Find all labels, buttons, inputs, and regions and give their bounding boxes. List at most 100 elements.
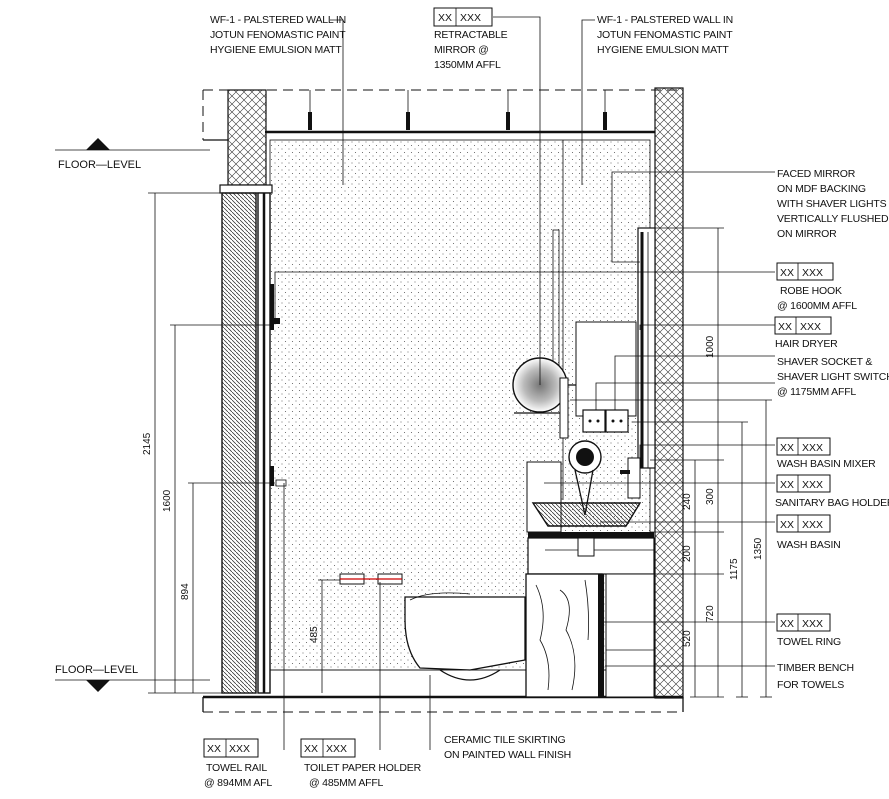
timber-bench bbox=[525, 573, 655, 698]
callout-towel-rail: TOWEL RAIL @ 894MM AFL bbox=[204, 762, 273, 789]
svg-text:JOTUN FENOMASTIC PAINT: JOTUN FENOMASTIC PAINT bbox=[210, 29, 346, 41]
callout-ceramic-skirting: CERAMIC TILE SKIRTING ON PAINTED WALL FI… bbox=[444, 734, 571, 761]
tag-towel-rail: XX XXX bbox=[203, 738, 259, 758]
svg-text:VERTICALLY FLUSHED: VERTICALLY FLUSHED bbox=[777, 213, 889, 225]
callout-hair-dryer: HAIR DRYER bbox=[775, 338, 838, 350]
floor-level-label-bottom: FLOOR—LEVEL bbox=[55, 664, 138, 676]
svg-text:ON PAINTED WALL FINISH: ON PAINTED WALL FINISH bbox=[444, 749, 571, 761]
svg-text:MIRROR @: MIRROR @ bbox=[434, 44, 489, 56]
svg-text:XX: XX bbox=[778, 321, 792, 333]
floor-level-marker-bottom: FLOOR—LEVEL bbox=[55, 664, 210, 692]
svg-text:SHAVER SOCKET &: SHAVER SOCKET & bbox=[777, 356, 872, 368]
towel-rail bbox=[270, 466, 287, 487]
callout-towel-ring: TOWEL RING bbox=[777, 636, 841, 648]
svg-text:XX: XX bbox=[207, 743, 221, 755]
dim-2145: 2145 bbox=[142, 432, 153, 455]
svg-text:XXX: XXX bbox=[802, 519, 823, 531]
callout-toilet-paper-holder: TOILET PAPER HOLDER @ 485MM AFFL bbox=[304, 762, 422, 789]
svg-text:RETRACTABLE: RETRACTABLE bbox=[434, 29, 508, 41]
callout-timber-bench: TIMBER BENCH FOR TOWELS bbox=[777, 662, 854, 691]
svg-text:XXX: XXX bbox=[802, 267, 823, 279]
dim-1350: 1350 bbox=[753, 537, 764, 560]
dim-720: 720 bbox=[705, 605, 716, 622]
svg-text:1350MM AFFL: 1350MM AFFL bbox=[434, 59, 501, 71]
svg-text:@ 1600MM AFFL: @ 1600MM AFFL bbox=[777, 300, 857, 312]
svg-text:XX: XX bbox=[304, 743, 318, 755]
tag-robe-hook: XX XXX bbox=[776, 262, 834, 281]
callout-wall-finish-right: WF-1 - PALSTERED WALL IN JOTUN FENOMASTI… bbox=[597, 14, 733, 56]
tag-retractable-mirror: XX XXX bbox=[433, 7, 493, 27]
svg-text:HYGIENE EMULSION MATT: HYGIENE EMULSION MATT bbox=[210, 44, 342, 56]
svg-text:XX: XX bbox=[780, 479, 794, 491]
wash-basin bbox=[527, 502, 655, 575]
svg-text:XX: XX bbox=[438, 12, 452, 24]
svg-text:WITH SHAVER LIGHTS: WITH SHAVER LIGHTS bbox=[777, 198, 887, 210]
toilet-paper-holder bbox=[339, 573, 403, 585]
dim-1000: 1000 bbox=[705, 335, 716, 358]
tag-wash-basin-mixer: XX XXX bbox=[776, 437, 831, 456]
svg-text:XXX: XXX bbox=[229, 743, 250, 755]
svg-text:ON MDF BACKING: ON MDF BACKING bbox=[777, 183, 866, 195]
ceiling-hangers bbox=[308, 90, 607, 130]
svg-text:@ 1175MM AFFL: @ 1175MM AFFL bbox=[777, 386, 856, 398]
svg-text:XX: XX bbox=[780, 519, 794, 531]
svg-text:ROBE HOOK: ROBE HOOK bbox=[780, 285, 842, 297]
svg-text:XX: XX bbox=[780, 267, 794, 279]
tag-hair-dryer: XX XXX bbox=[774, 316, 832, 335]
ceiling-outline bbox=[202, 89, 684, 713]
svg-text:WF-1 - PALSTERED WALL IN: WF-1 - PALSTERED WALL IN bbox=[597, 14, 733, 26]
shaver-socket bbox=[582, 409, 629, 433]
svg-text:TOILET PAPER HOLDER: TOILET PAPER HOLDER bbox=[304, 762, 422, 774]
floor-level-marker-top: FLOOR—LEVEL bbox=[55, 138, 210, 171]
left-wall-section bbox=[219, 89, 273, 694]
callout-robe-hook: ROBE HOOK @ 1600MM AFFL bbox=[777, 285, 857, 312]
svg-text:XX: XX bbox=[780, 442, 794, 454]
svg-text:TOWEL RAIL: TOWEL RAIL bbox=[206, 762, 267, 774]
callout-wall-finish-left: WF-1 - PALSTERED WALL IN JOTUN FENOMASTI… bbox=[210, 14, 346, 56]
tag-wash-basin: XX XXX bbox=[776, 514, 831, 533]
svg-text:XXX: XXX bbox=[802, 618, 823, 630]
svg-text:FOR TOWELS: FOR TOWELS bbox=[777, 679, 844, 691]
svg-text:WF-1 - PALSTERED WALL IN: WF-1 - PALSTERED WALL IN bbox=[210, 14, 346, 26]
right-dimensions: 1000 300 720 240 200 520 1175 1350 bbox=[570, 227, 772, 698]
floor-level-label-top: FLOOR—LEVEL bbox=[58, 159, 141, 171]
svg-text:XXX: XXX bbox=[326, 743, 347, 755]
callout-shaver-socket: SHAVER SOCKET & SHAVER LIGHT SWITCH @ 11… bbox=[777, 356, 889, 398]
dim-1600: 1600 bbox=[162, 489, 173, 512]
tag-sanitary-bag-holder: XX XXX bbox=[776, 474, 831, 493]
dim-200: 200 bbox=[682, 545, 693, 562]
svg-text:XXX: XXX bbox=[800, 321, 821, 333]
svg-text:XXX: XXX bbox=[802, 479, 823, 491]
wc-pan bbox=[404, 592, 526, 681]
callout-sanitary-bag-holder: SANITARY BAG HOLDER bbox=[775, 497, 889, 509]
svg-text:XXX: XXX bbox=[802, 442, 823, 454]
svg-text:ON MIRROR: ON MIRROR bbox=[777, 228, 837, 240]
tag-toilet-paper-holder: XX XXX bbox=[300, 738, 356, 758]
right-wall-section bbox=[637, 87, 684, 699]
dim-894: 894 bbox=[180, 583, 191, 600]
svg-text:SHAVER LIGHT SWITCH: SHAVER LIGHT SWITCH bbox=[777, 371, 889, 383]
svg-text:FACED MIRROR: FACED MIRROR bbox=[777, 168, 856, 180]
leader-lines bbox=[274, 16, 775, 750]
robe-hook bbox=[270, 284, 280, 330]
svg-text:HYGIENE EMULSION MATT: HYGIENE EMULSION MATT bbox=[597, 44, 729, 56]
wash-basin-mixer bbox=[620, 457, 641, 499]
tag-towel-ring: XX XXX bbox=[776, 613, 831, 632]
svg-text:@ 894MM AFL: @ 894MM AFL bbox=[204, 777, 272, 789]
dim-240: 240 bbox=[682, 493, 693, 510]
callout-faced-mirror: FACED MIRROR ON MDF BACKING WITH SHAVER … bbox=[777, 168, 889, 240]
dim-520: 520 bbox=[682, 630, 693, 647]
dim-300: 300 bbox=[705, 488, 716, 505]
callout-retractable-mirror: RETRACTABLE MIRROR @ 1350MM AFFL bbox=[434, 29, 508, 71]
svg-text:XX: XX bbox=[780, 618, 794, 630]
svg-text:@ 485MM AFFL: @ 485MM AFFL bbox=[309, 777, 384, 789]
callout-wash-basin-mixer: WASH BASIN MIXER bbox=[777, 458, 876, 470]
svg-text:CERAMIC TILE SKIRTING: CERAMIC TILE SKIRTING bbox=[444, 734, 565, 746]
dim-485: 485 bbox=[309, 626, 320, 643]
dim-1175: 1175 bbox=[729, 558, 740, 580]
svg-text:TIMBER BENCH: TIMBER BENCH bbox=[777, 662, 854, 674]
callout-wash-basin: WASH BASIN bbox=[777, 539, 841, 551]
svg-text:HAIR DRYER: HAIR DRYER bbox=[775, 338, 838, 350]
svg-text:JOTUN FENOMASTIC PAINT: JOTUN FENOMASTIC PAINT bbox=[597, 29, 733, 41]
